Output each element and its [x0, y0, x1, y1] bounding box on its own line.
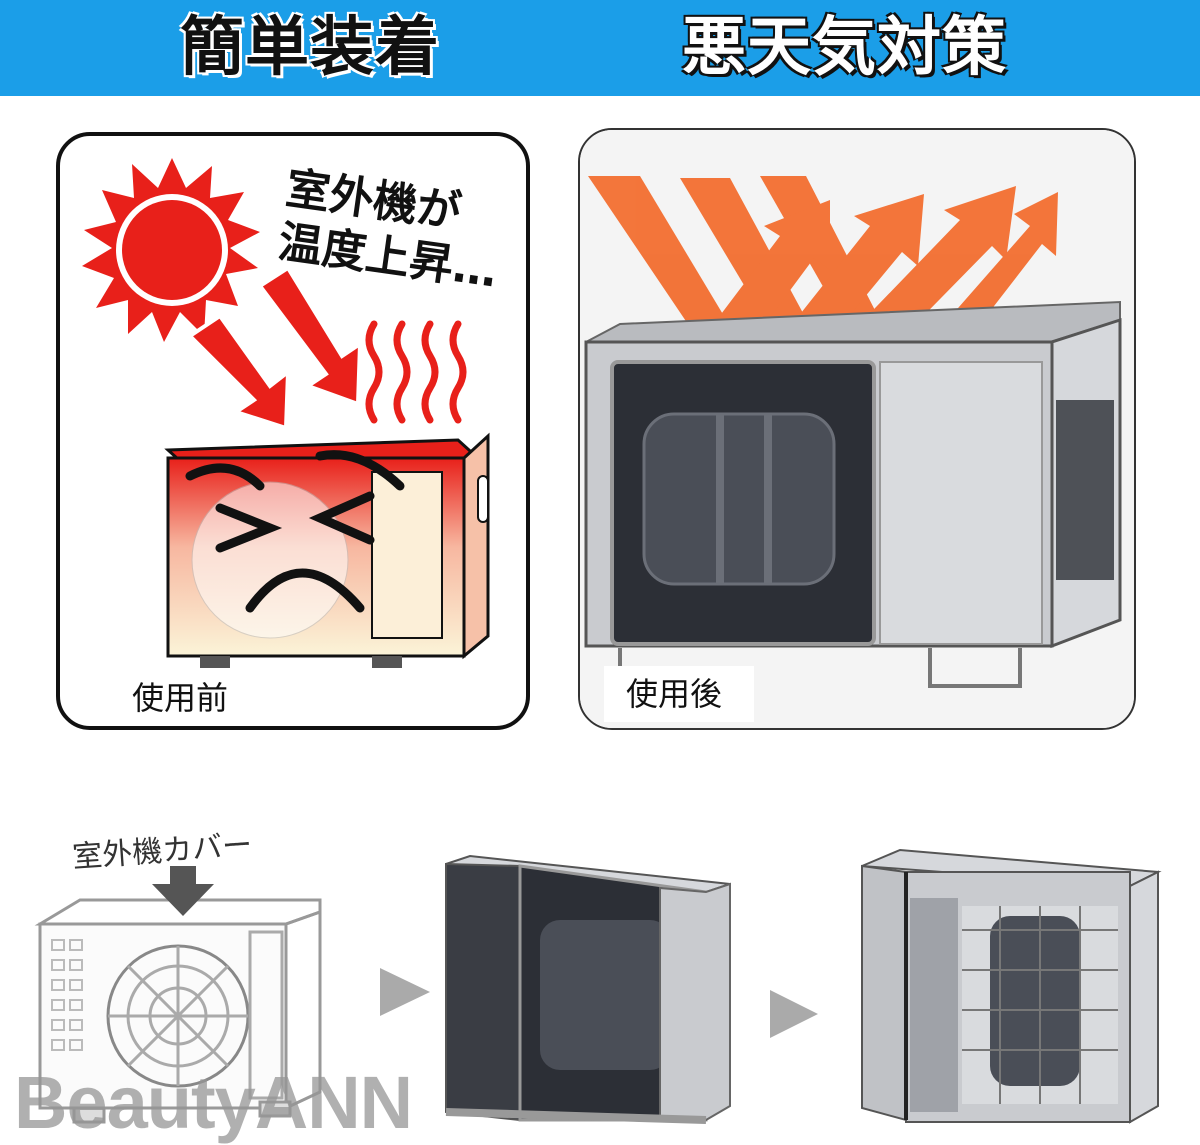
steps-illustration: [34, 848, 1162, 1124]
bare-unit-icon: [34, 898, 322, 1124]
cover-front-icon: [445, 854, 731, 1124]
before-illustration: [82, 158, 490, 668]
heat-wave-icon: [365, 320, 467, 424]
distressed-face-icon: [185, 450, 405, 613]
title-bad-weather: 悪天気対策: [682, 11, 1007, 85]
reflected-arrow-icon: [588, 176, 1058, 358]
next-arrow-icon: [770, 990, 818, 1038]
panel-before-use: 室外機が 温度上昇… 使用前: [56, 132, 530, 730]
after-illustration: [580, 130, 1134, 728]
title-easy-install: 簡単装着: [180, 11, 440, 85]
panel-after-use: 使用後: [578, 128, 1136, 730]
covered-unit-icon: [584, 300, 1122, 688]
down-arrow-icon: [152, 866, 214, 916]
header-banner: 簡単装着 悪天気対策: [0, 0, 1200, 96]
installation-steps: [0, 820, 1200, 1143]
hot-outdoor-unit-icon: [164, 432, 490, 668]
watermark: BeautyANN: [14, 1061, 413, 1144]
caption-before: 使用前: [106, 670, 276, 726]
next-arrow-icon: [380, 968, 430, 1016]
sun-icon: [82, 158, 260, 342]
cover-installed-icon: [861, 848, 1162, 1124]
caption-after: 使用後: [604, 666, 754, 722]
sunray-arrow-icon: [186, 265, 363, 431]
